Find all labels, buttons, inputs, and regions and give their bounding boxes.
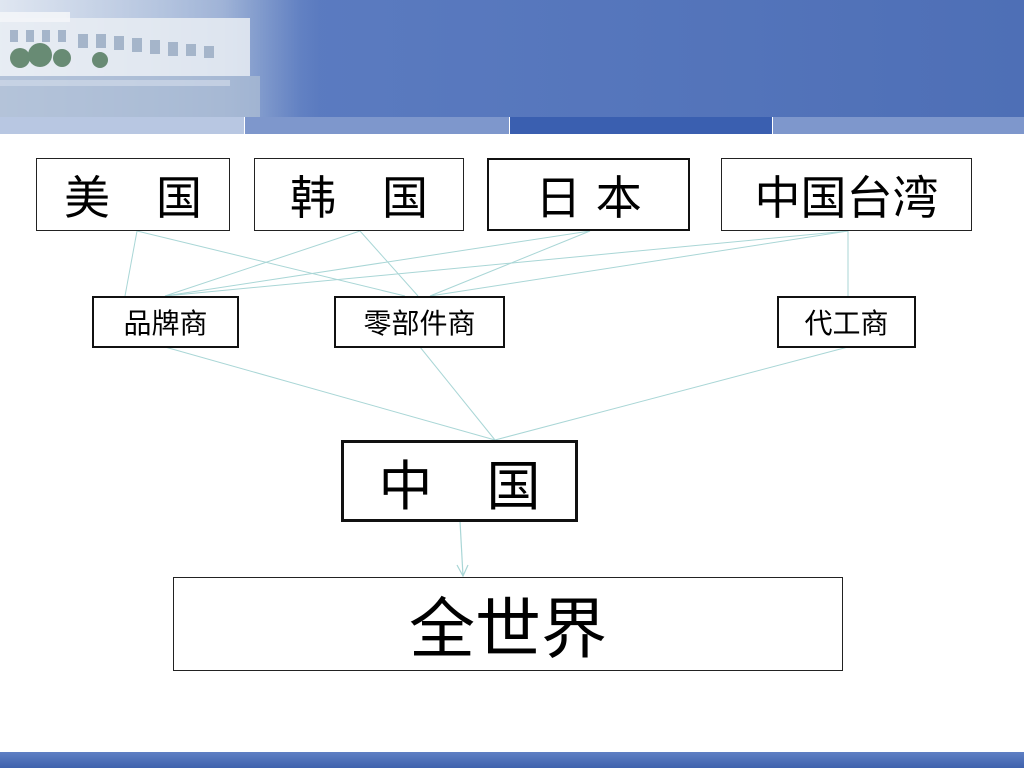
- node-oem: 代工商: [777, 296, 916, 348]
- node-taiwan-label: 中国台湾: [754, 170, 939, 225]
- connector-taiwan-brand: [164, 230, 849, 297]
- node-brand: 品牌商: [92, 296, 239, 348]
- node-japan: 日 本: [487, 158, 690, 231]
- header-banner: [0, 0, 1024, 117]
- node-world-label: 全世界: [409, 591, 607, 668]
- node-china: 中 国: [341, 440, 578, 522]
- node-brand-label: 品牌商: [123, 307, 208, 340]
- header-band-segment: [510, 117, 772, 134]
- node-china-label: 中 国: [378, 454, 541, 518]
- node-parts-label: 零部件商: [363, 307, 476, 340]
- connector-usa-parts: [136, 230, 406, 297]
- node-usa: 美 国: [36, 158, 230, 231]
- node-parts: 零部件商: [334, 296, 505, 348]
- node-oem-label: 代工商: [804, 307, 889, 340]
- connector-korea-brand: [164, 230, 361, 297]
- node-japan-label: 日 本: [535, 170, 642, 225]
- node-korea-label: 韩 国: [290, 170, 428, 225]
- node-world: 全世界: [173, 577, 843, 671]
- footer-bar: [0, 752, 1024, 768]
- connector-taiwan-parts: [429, 230, 849, 297]
- connector-parts-china: [419, 346, 496, 441]
- campus-building-photo: [0, 0, 320, 117]
- header-band-segment: [245, 117, 509, 134]
- node-korea: 韩 国: [254, 158, 464, 231]
- node-usa-label: 美 国: [64, 170, 202, 225]
- arrow-china-to-world: [456, 520, 469, 578]
- connector-brand-china: [164, 346, 496, 441]
- connector-korea-parts: [359, 230, 419, 297]
- connector-usa-brand: [124, 230, 138, 297]
- connector-oem-china: [494, 346, 849, 441]
- node-taiwan: 中国台湾: [721, 158, 972, 231]
- header-band-segment: [773, 117, 1024, 134]
- connector-japan-brand: [164, 230, 591, 297]
- header-band-segment: [0, 117, 244, 134]
